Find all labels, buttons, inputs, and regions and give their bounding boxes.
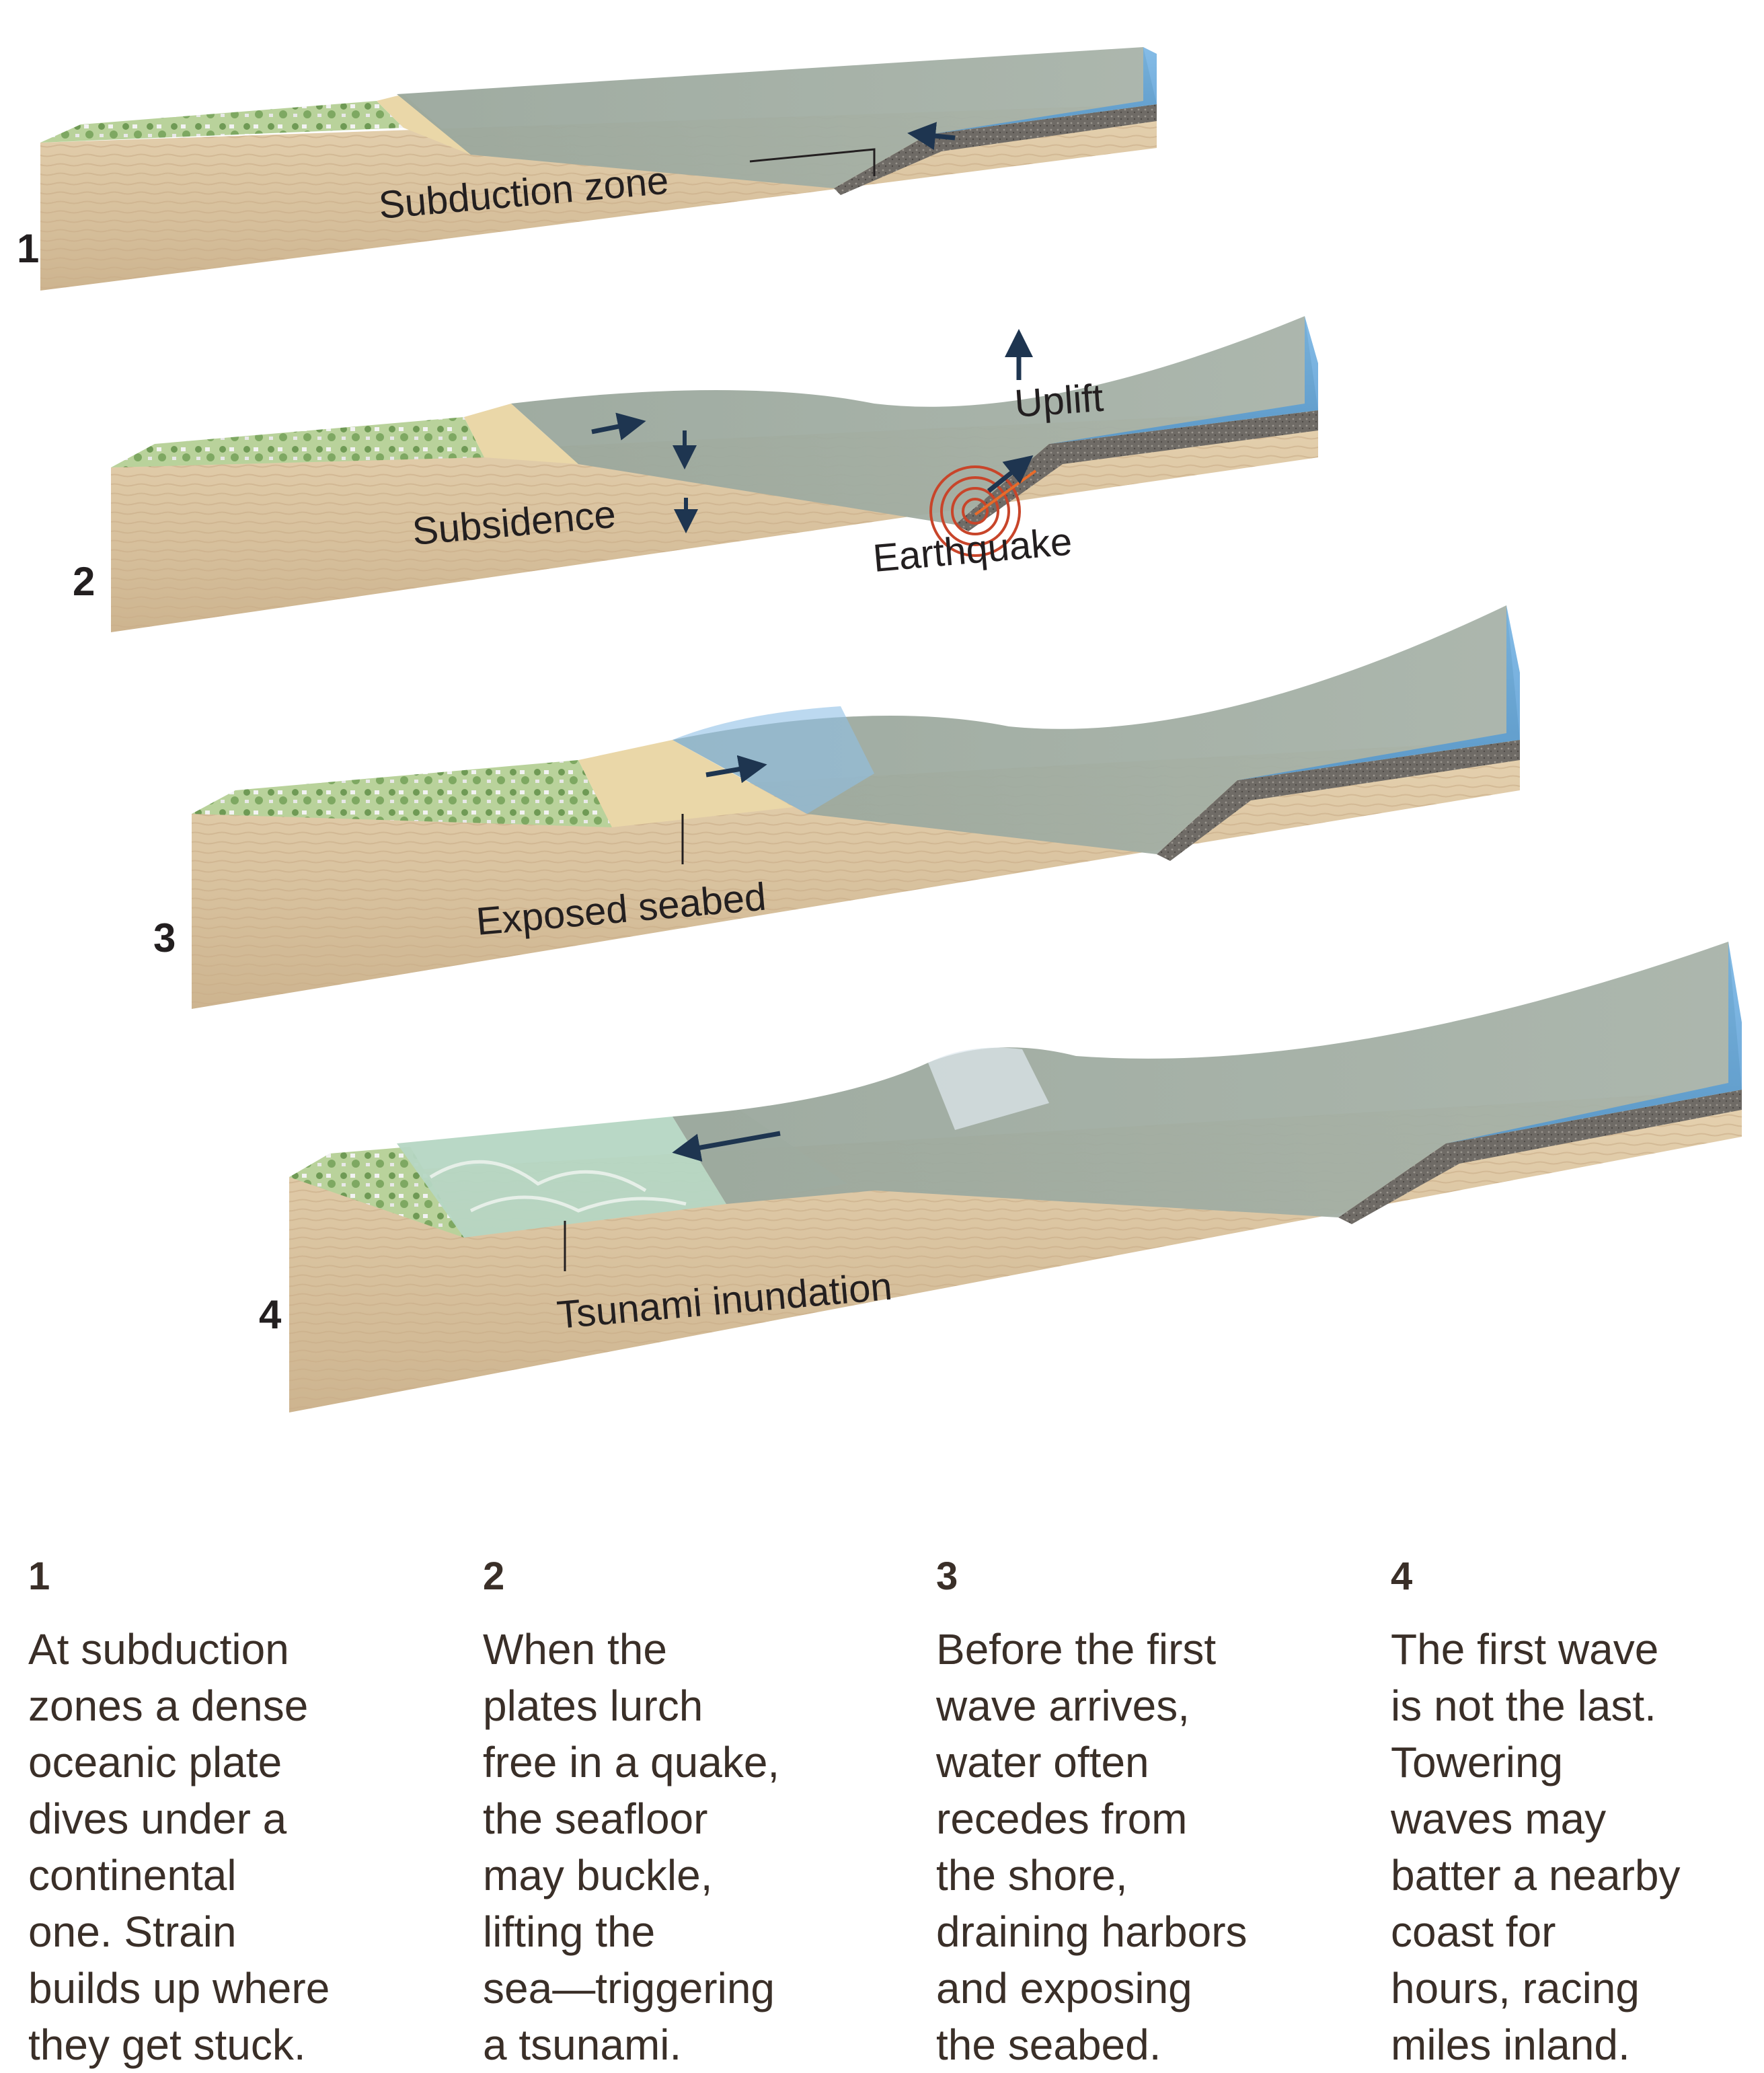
caption-number: 2 (483, 1554, 505, 1598)
panel-number-2: 2 (73, 559, 95, 604)
caption-number: 1 (28, 1554, 50, 1598)
land-town (111, 417, 484, 467)
panel-number-4: 4 (259, 1292, 282, 1337)
earthquake-rings (929, 465, 1021, 557)
sand-beach (377, 94, 471, 155)
seafloor-plate (834, 104, 1157, 195)
sand-beach (578, 740, 794, 827)
seafloor-plate (955, 410, 1318, 531)
panel-2: Uplift Subsidence Earthquake 2 (73, 316, 1318, 632)
label-earthquake: Earthquake (871, 519, 1073, 580)
caption-text: The first wave is not the last. Towering… (1391, 1625, 1681, 2069)
label-uplift: Uplift (1013, 376, 1104, 426)
panel-4: Tsunami inundation 4 (259, 942, 1742, 1412)
tsunami-diagram: Subduction zone 1 Uplift Subsidence Eart… (17, 47, 1742, 1412)
seafloor-plate (1338, 1090, 1742, 1224)
panel-1: Subduction zone 1 (17, 47, 1157, 291)
land-town (192, 760, 612, 827)
sand-beach (464, 404, 578, 464)
panel-number-3: 3 (153, 915, 176, 960)
water (397, 47, 1157, 188)
caption-number: 3 (936, 1554, 958, 1598)
water (673, 605, 1520, 854)
caption-text: At subduction zones a dense oceanic plat… (28, 1625, 330, 2069)
water (673, 942, 1742, 1217)
panel-3: Exposed seabed 3 (153, 605, 1520, 1009)
caption-text: Before the first wave arrives, water oft… (936, 1625, 1248, 2069)
seafloor-plate (1157, 740, 1520, 861)
land-town (40, 101, 404, 143)
panel-number-1: 1 (17, 226, 39, 271)
water (511, 316, 1318, 525)
caption-number: 4 (1391, 1554, 1413, 1598)
caption-text: When the plates lurch free in a quake, t… (483, 1625, 780, 2069)
